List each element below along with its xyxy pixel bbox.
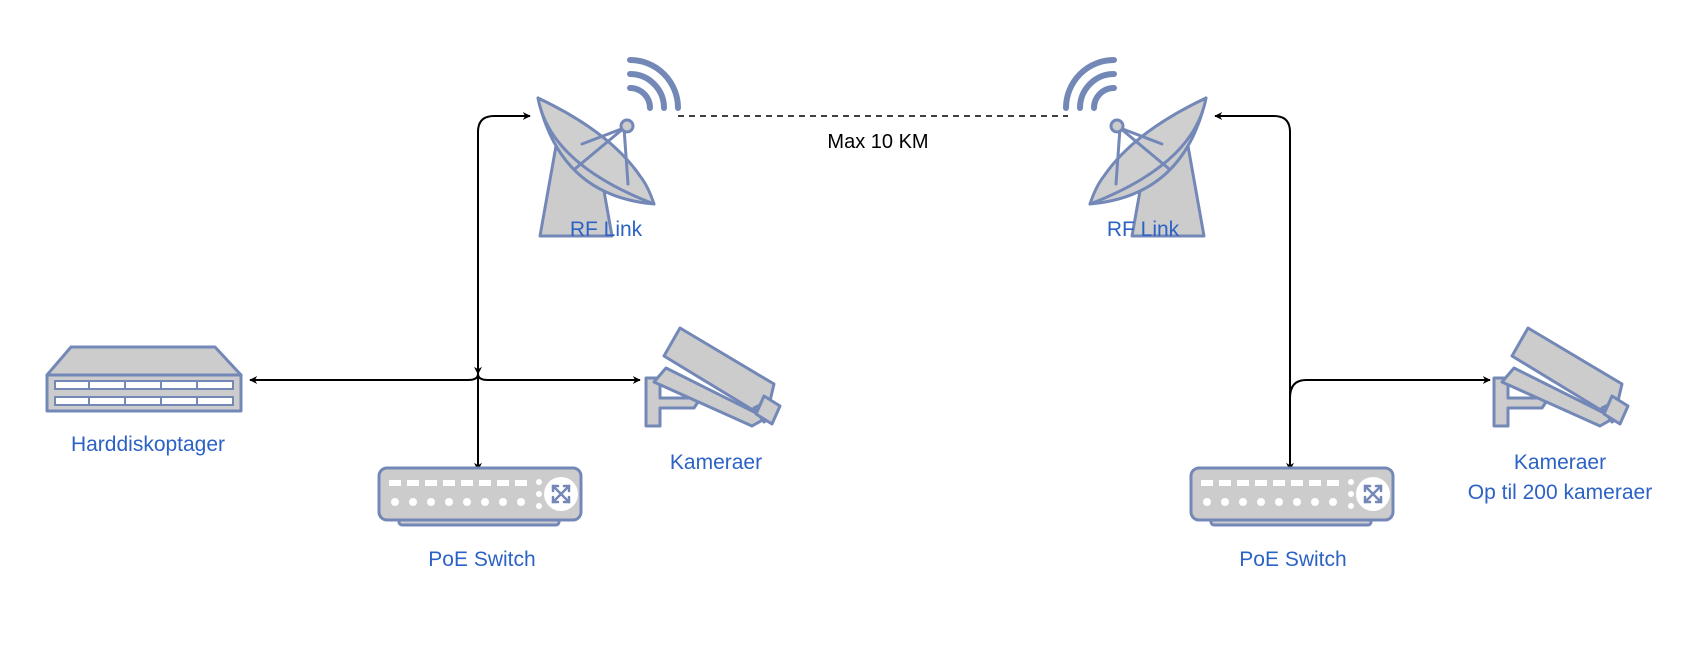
rf-link-right-label: RF Link — [1107, 218, 1180, 241]
cameras-left-label: Kameraer — [670, 451, 762, 474]
poe-switch-left-icon — [377, 466, 583, 527]
poe-switch-left-label: PoE Switch — [428, 548, 535, 571]
camera-right-icon — [1492, 326, 1630, 428]
connectors — [249, 112, 1491, 471]
rf-link-left-icon — [538, 60, 678, 236]
link-switch-left-to-nvr — [249, 373, 479, 384]
link-switch-right-to-cameras — [1289, 376, 1491, 399]
link-switch-left-to-rf-left — [474, 112, 531, 375]
link-switch-left-to-cameras — [477, 373, 641, 384]
rf-link-left-label: RF Link — [570, 218, 643, 241]
poe-switch-right-label: PoE Switch — [1239, 548, 1346, 571]
nvr-icon — [45, 345, 243, 413]
rf-link-right-icon — [1066, 60, 1206, 236]
cameras-right-label: Kameraer — [1514, 451, 1606, 474]
nvr-label: Harddiskoptager — [71, 433, 225, 456]
wireless-distance-label: Max 10 KM — [827, 131, 928, 153]
cameras-right-sublabel: Op til 200 kameraer — [1468, 481, 1652, 504]
camera-left-icon — [644, 326, 782, 428]
link-switch-right-to-rf-right — [1214, 112, 1294, 471]
poe-switch-right-icon — [1189, 466, 1395, 527]
